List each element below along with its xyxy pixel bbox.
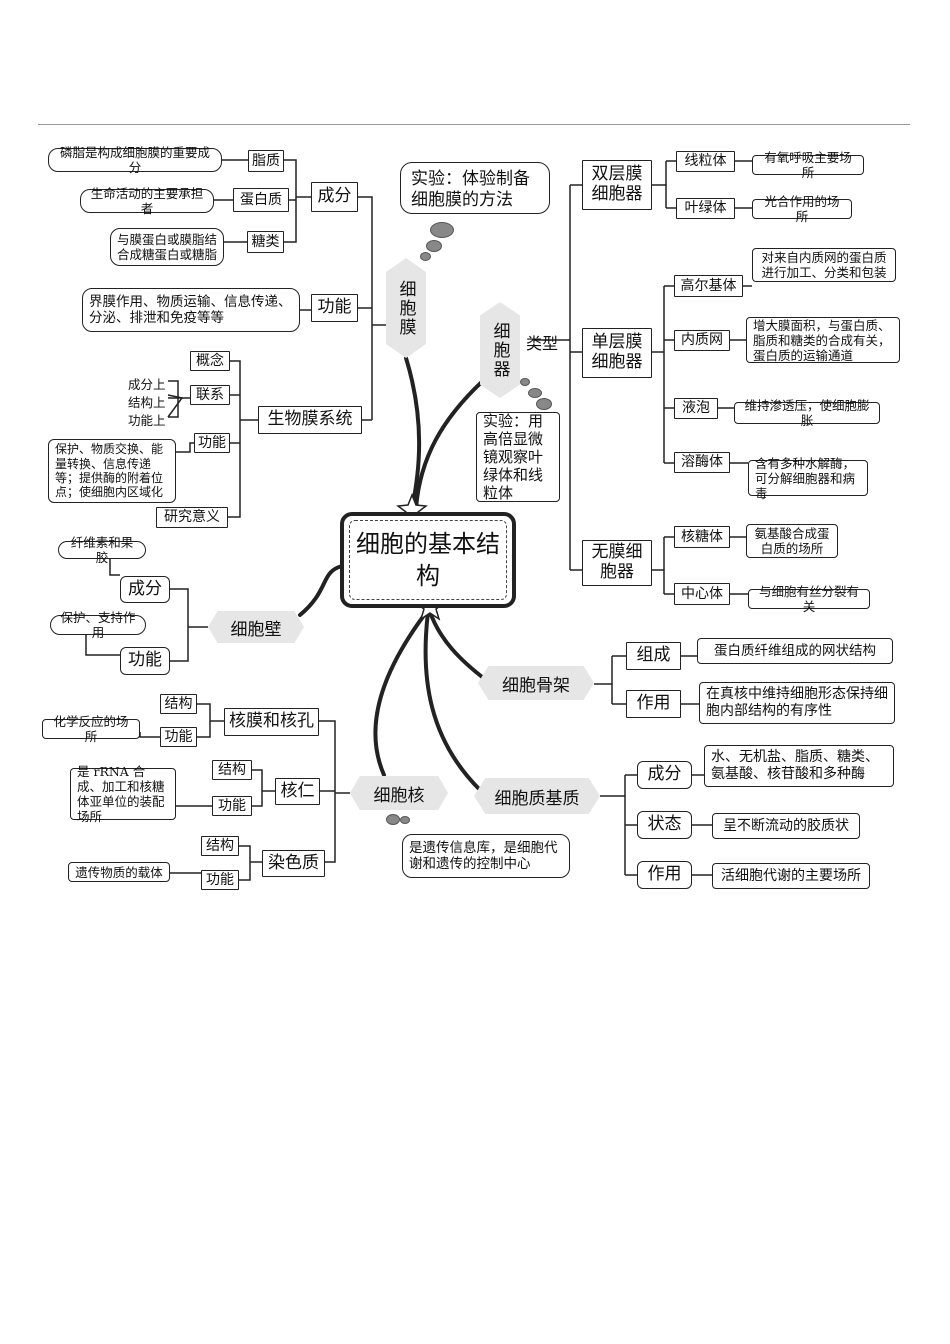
wall-composition: 成分 — [120, 576, 170, 603]
system-function-note: 保护、物质交换、能量转换、信息传递等；提供酶的附着位点；使细胞内区域化 — [48, 439, 176, 503]
thought-dot — [400, 816, 410, 824]
system-function-box: 功能 — [194, 433, 230, 453]
centrosome-note: 与细胞有丝分裂有关 — [748, 584, 870, 614]
matrix-composition-note: 水、无机盐、脂质、糖类、氨基酸、核苷酸和多种酶 — [704, 745, 894, 787]
matrix-hub: 细胞质基质 — [474, 778, 600, 814]
chromatin-function-note: 遗传物质的载体 — [68, 862, 170, 882]
golgi-note: 对来自内质网的蛋白质进行加工、分类和包装 — [752, 248, 896, 282]
matrix-state: 状态 — [637, 811, 692, 839]
mitochondrion-note: 有氧呼吸主要场所 — [752, 150, 864, 180]
er-box: 内质网 — [674, 330, 730, 351]
chromatin-box: 染色质 — [262, 850, 325, 877]
cytoskeleton-hub: 细胞骨架 — [478, 666, 594, 700]
golgi-box: 高尔基体 — [674, 275, 743, 297]
thought-dot — [420, 252, 431, 261]
nucleolus-function-note: 是 rRNA 合成、加工和核糖体亚单位的装配场所 — [70, 764, 176, 824]
thought-dot — [536, 398, 552, 410]
matrix-composition: 成分 — [637, 761, 692, 789]
sugar-note: 与膜蛋白或膜脂结合成糖蛋白或糖脂 — [110, 228, 224, 266]
mitochondrion-box: 线粒体 — [676, 151, 735, 172]
envelope-box: 核膜和核孔 — [224, 708, 319, 736]
thought-dot — [386, 814, 400, 825]
lysosome-box: 溶酶体 — [674, 452, 730, 473]
thought-dot — [430, 222, 454, 238]
center-node: 细胞的基本结构 — [340, 512, 516, 608]
concept-box: 概念 — [190, 351, 230, 371]
top-rule — [38, 124, 910, 125]
nucleus-description: 是遗传信息库，是细胞代谢和遗传的控制中心 — [402, 834, 570, 878]
er-note: 增大膜面积，与蛋白质、脂质和糖类的合成有关，蛋白质的运输通道 — [746, 317, 900, 363]
lysosome-note: 含有多种水解酶，可分解细胞器和病毒 — [748, 456, 868, 501]
thought-dot — [426, 240, 442, 252]
no-membrane-box: 无膜细胞器 — [582, 540, 652, 586]
organelles-hub: 细胞器 — [480, 302, 520, 398]
membrane-hub: 细胞膜 — [386, 258, 426, 358]
thought-dot — [520, 378, 530, 386]
thought-dot — [528, 388, 542, 398]
membrane-system: 生物膜系统 — [258, 406, 362, 434]
nucleus-hub: 细胞核 — [350, 776, 448, 810]
sugar-box: 糖类 — [247, 231, 284, 253]
envelope-function-note: 化学反应的场所 — [42, 714, 140, 744]
relation-item: 成分上 — [128, 377, 166, 392]
relation-item: 功能上 — [128, 413, 166, 428]
lipid-box: 脂质 — [248, 150, 284, 172]
nucleolus-function: 功能 — [212, 796, 252, 816]
matrix-function-note: 活细胞代谢的主要场所 — [712, 863, 870, 889]
organelle-type-label: 类型 — [526, 334, 559, 353]
envelope-function: 功能 — [160, 727, 197, 747]
wall-hub: 细胞壁 — [208, 611, 304, 643]
protein-note: 生命活动的主要承担者 — [80, 186, 214, 216]
wall-function: 功能 — [120, 647, 170, 675]
double-membrane-box: 双层膜细胞器 — [582, 160, 652, 210]
ribosome-box: 核糖体 — [674, 526, 730, 548]
nucleolus-structure: 结构 — [212, 760, 252, 780]
nucleolus-box: 核仁 — [275, 778, 320, 805]
wall-function-note: 保护、支持作用 — [50, 610, 146, 640]
center-title: 细胞的基本结构 — [349, 520, 507, 600]
membrane-experiment: 实验：体验制备细胞膜的方法 — [400, 162, 550, 214]
chromatin-structure: 结构 — [201, 836, 239, 856]
chloroplast-box: 叶绿体 — [676, 198, 735, 219]
significance-box: 研究意义 — [156, 507, 228, 528]
matrix-function: 作用 — [637, 861, 692, 889]
cytoskeleton-composition-note: 蛋白质纤维组成的网状结构 — [697, 638, 893, 664]
vacuole-note: 维持渗透压，使细胞膨胀 — [734, 398, 880, 428]
lipid-note: 磷脂是构成细胞膜的重要成分 — [48, 145, 222, 175]
ribosome-note: 氨基酸合成蛋白质的场所 — [746, 524, 838, 558]
organelle-experiment: 实验：用高倍显微镜观察叶绿体和线粒体 — [476, 412, 560, 502]
membrane-function-note: 界膜作用、物质运输、信息传递、分泌、排泄和免疫等等 — [82, 288, 300, 332]
vacuole-box: 液泡 — [674, 398, 718, 419]
matrix-state-note: 呈不断流动的胶质状 — [712, 813, 860, 839]
cytoskeleton-function: 作用 — [626, 690, 681, 718]
wall-composition-note: 纤维素和果胶 — [58, 535, 146, 565]
cytoskeleton-composition: 组成 — [626, 642, 681, 670]
membrane-function: 功能 — [311, 294, 358, 322]
relation-box: 联系 — [190, 385, 230, 405]
single-membrane-box: 单层膜细胞器 — [582, 328, 652, 378]
cytoskeleton-function-note: 在真核中维持细胞形态保持细胞内部结构的有序性 — [699, 682, 895, 724]
centrosome-box: 中心体 — [674, 583, 730, 605]
envelope-structure: 结构 — [160, 694, 197, 714]
protein-box: 蛋白质 — [233, 188, 289, 212]
relation-item: 结构上 — [128, 395, 166, 410]
chloroplast-note: 光合作用的场所 — [752, 194, 852, 224]
membrane-composition: 成分 — [311, 182, 358, 212]
chromatin-function: 功能 — [201, 870, 239, 890]
